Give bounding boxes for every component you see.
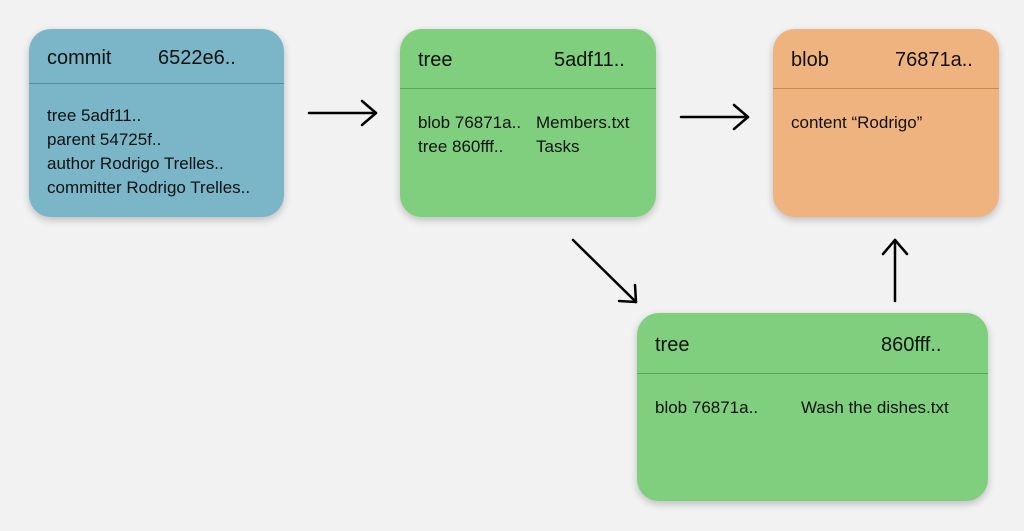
tree-entry: blob 76871a.. Wash the dishes.txt	[655, 396, 978, 420]
node-hash: 860fff..	[881, 334, 942, 356]
tree-entry-name: Wash the dishes.txt	[801, 398, 949, 417]
node-type-label: tree	[655, 334, 690, 356]
commit-node: commit 6522e6.. tree 5adf11.. parent 547…	[29, 29, 284, 217]
arrow-subtree-to-blob	[881, 238, 909, 303]
commit-committer-line: committer Rodrigo Trelles..	[47, 178, 251, 197]
tree-tasks-node: tree 860fff.. blob 76871a.. Wash the dis…	[637, 313, 988, 501]
node-hash: 6522e6..	[158, 47, 236, 69]
blob-node: blob 76871a.. content “Rodrigo”	[773, 29, 999, 217]
tree-entry: tree 860fff.. Tasks	[418, 135, 646, 159]
node-hash: 76871a..	[895, 49, 973, 71]
arrow-tree-to-blob	[679, 103, 750, 131]
header-divider	[637, 373, 988, 374]
node-type-label: tree	[418, 49, 453, 71]
node-type-label: commit	[47, 47, 112, 69]
header-divider	[773, 88, 999, 89]
tree-entry: blob 76871a.. Members.txt	[418, 111, 646, 135]
commit-tree-line: tree 5adf11..	[47, 106, 142, 125]
commit-body: tree 5adf11.. parent 54725f.. author Rod…	[47, 104, 274, 200]
tree-entry-ref: blob 76871a..	[655, 398, 759, 417]
tree-root-node: tree 5adf11.. blob 76871a.. Members.txt …	[400, 29, 656, 217]
tree-entry-ref: tree 860fff..	[418, 137, 504, 156]
node-type-label: blob	[791, 49, 829, 71]
tree-entry-name: Members.txt	[536, 113, 630, 132]
blob-body: content “Rodrigo”	[791, 111, 989, 135]
tree-entry-ref: blob 76871a..	[418, 113, 522, 132]
tree-tasks-body: blob 76871a.. Wash the dishes.txt	[655, 396, 978, 420]
arrow-commit-to-tree	[307, 99, 378, 127]
arrow-tree-to-subtree	[571, 238, 638, 304]
header-divider	[29, 83, 284, 84]
node-hash: 5adf11..	[554, 49, 625, 71]
commit-parent-line: parent 54725f..	[47, 130, 162, 149]
tree-entry-name: Tasks	[536, 137, 580, 156]
tree-root-body: blob 76871a.. Members.txt tree 860fff.. …	[418, 111, 646, 159]
blob-content: content “Rodrigo”	[791, 113, 923, 132]
commit-author-line: author Rodrigo Trelles..	[47, 154, 224, 173]
header-divider	[400, 88, 656, 89]
